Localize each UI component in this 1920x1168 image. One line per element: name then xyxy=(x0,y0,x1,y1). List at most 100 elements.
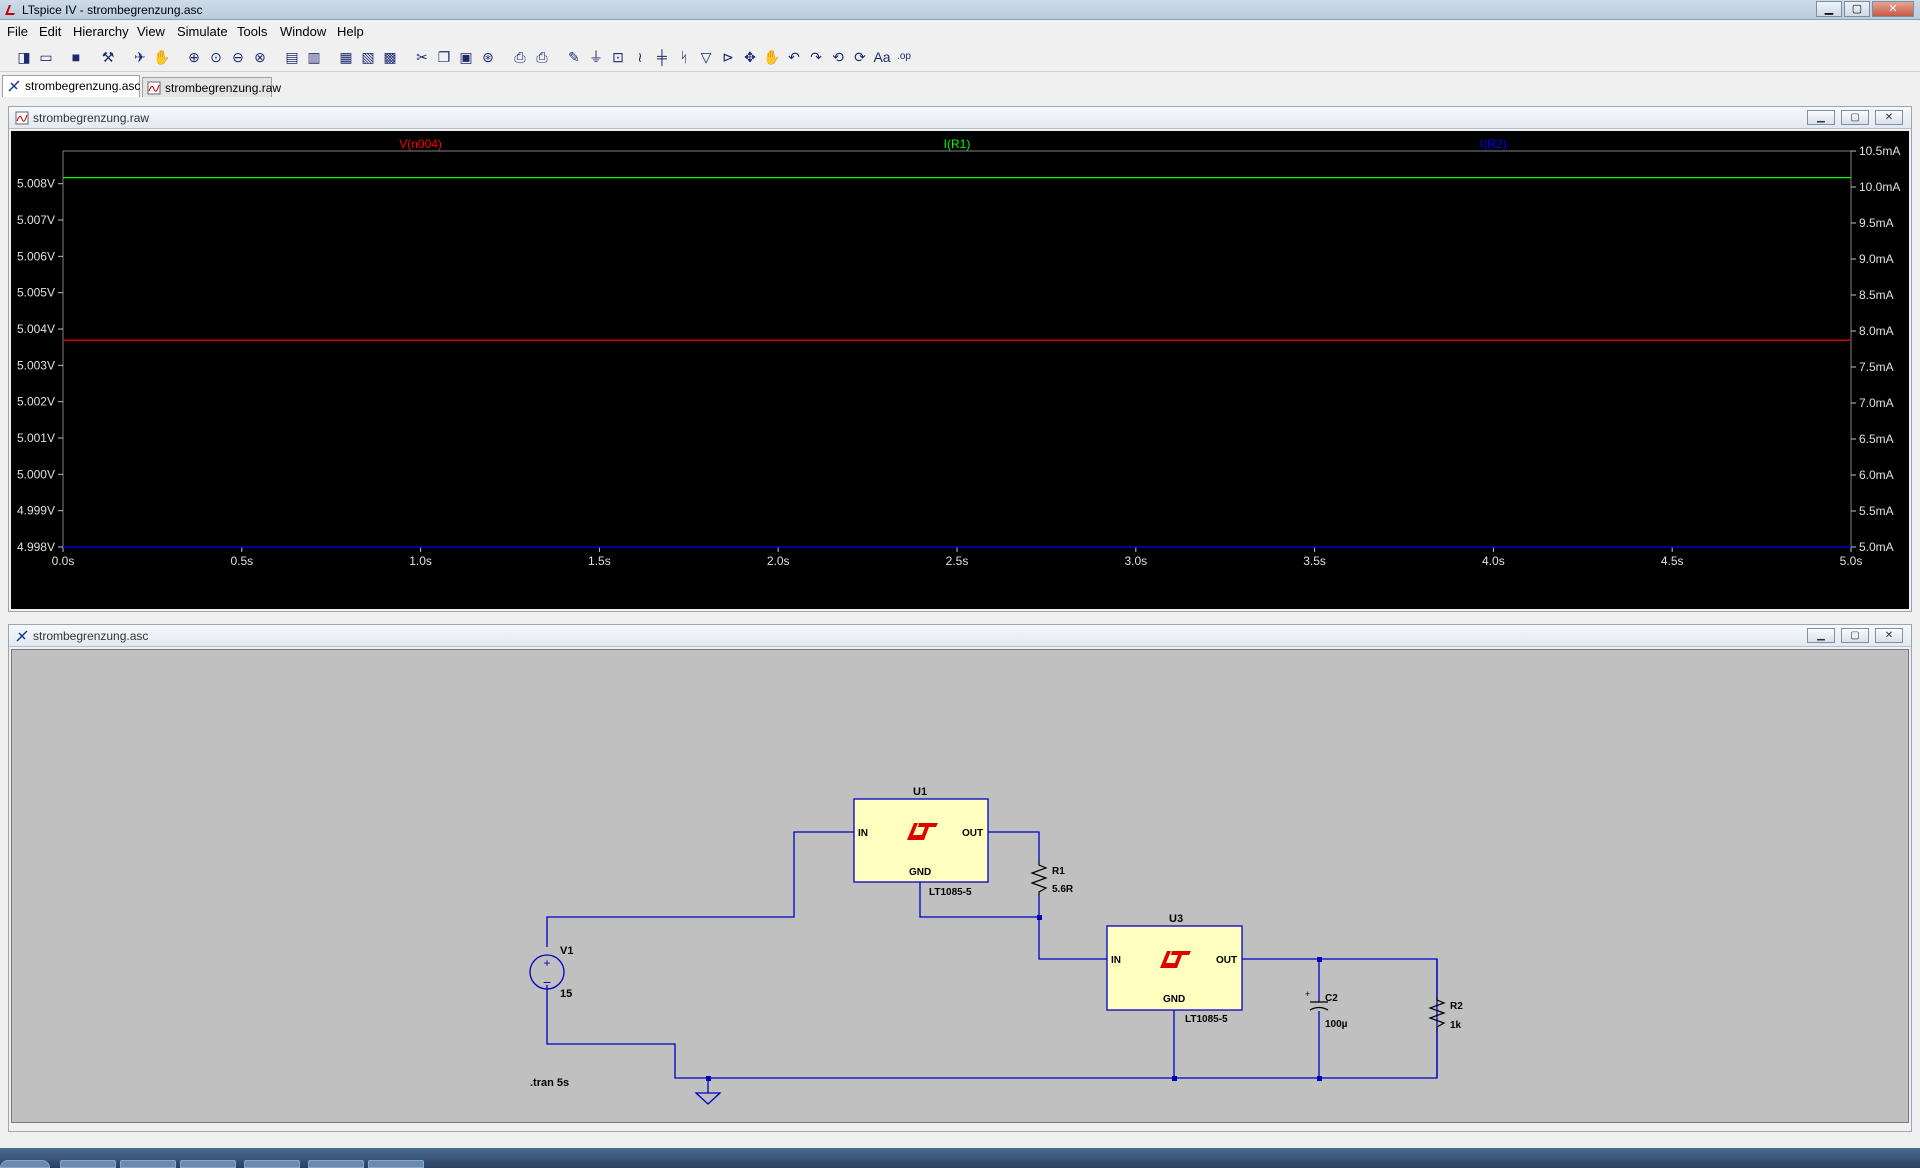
y-right-tick-label: 8.5mA xyxy=(1859,288,1894,302)
c2-capacitor[interactable]: + C2 100µ xyxy=(1305,989,1348,1030)
schematic-icon xyxy=(16,630,28,642)
minimize-button[interactable]: ▁ xyxy=(1807,110,1835,125)
move-icon[interactable]: ✥ xyxy=(744,49,756,65)
undo-icon[interactable]: ↶ xyxy=(788,49,800,65)
zoom-pan-icon[interactable]: ⊙ xyxy=(210,49,222,65)
r2-value: 1k xyxy=(1450,1020,1462,1031)
tab-schematic[interactable]: strombegrenzung.asc xyxy=(2,75,140,97)
schematic-drawing[interactable]: + − V1 15 U1 IN OUT GND LT1085-5 U3 IN O… xyxy=(12,650,1908,1122)
find-icon[interactable]: ⊛ xyxy=(482,49,494,65)
cascade-icon[interactable]: ▧ xyxy=(361,49,375,65)
menu-help[interactable]: Help xyxy=(337,24,364,39)
cut-icon[interactable]: ✂ xyxy=(416,49,428,65)
component-icon[interactable]: ⊳ xyxy=(722,49,734,65)
spice-directive-icon[interactable]: .op xyxy=(897,51,911,62)
x-tick-label: 4.0s xyxy=(1482,554,1505,568)
trace-label-2[interactable]: I(R1) xyxy=(944,137,971,151)
minimize-button[interactable]: ▁ xyxy=(1807,628,1835,643)
taskbar-button[interactable] xyxy=(180,1160,236,1168)
mirror-icon[interactable]: ⟳ xyxy=(854,49,866,65)
label-net-icon[interactable]: ⊡ xyxy=(612,49,624,65)
rotate-icon[interactable]: ⟲ xyxy=(832,49,844,65)
ground-icon[interactable]: ⏚ xyxy=(589,49,603,65)
control-panel-icon[interactable]: ⚒ xyxy=(101,49,115,65)
close-button[interactable]: ✕ xyxy=(1872,1,1914,17)
wire[interactable] xyxy=(546,831,854,947)
wire[interactable] xyxy=(546,959,1438,1079)
schematic-canvas[interactable]: + − V1 15 U1 IN OUT GND LT1085-5 U3 IN O… xyxy=(11,649,1909,1123)
run-icon[interactable]: ✈ xyxy=(134,49,146,65)
wire[interactable] xyxy=(988,831,1040,862)
menu-view[interactable]: View xyxy=(137,24,165,39)
r1-value: 5.6R xyxy=(1052,884,1074,895)
lt-logo-icon xyxy=(907,823,938,840)
u3-regulator[interactable]: U3 IN OUT GND LT1085-5 xyxy=(1106,913,1243,1025)
zoom-fit-icon[interactable]: ⊗ xyxy=(254,49,266,65)
y-left-tick-label: 5.001V xyxy=(17,431,55,445)
restore-button[interactable]: ▢ xyxy=(1841,110,1869,125)
u3-ref: U3 xyxy=(1169,913,1183,925)
redo-icon[interactable]: ↷ xyxy=(810,49,822,65)
mark-unref-icon[interactable]: ▥ xyxy=(307,49,321,65)
menu-tools[interactable]: Tools xyxy=(237,24,268,39)
tile-vertical-icon[interactable]: ▩ xyxy=(383,49,397,65)
minimize-button[interactable]: ▁ xyxy=(1816,1,1842,17)
inductor-icon[interactable]: ᛋ xyxy=(679,49,689,65)
copy-icon[interactable]: ❐ xyxy=(437,49,451,65)
toolbar: ◨ ▭ ■ ⚒ ✈ ✋ ⊕ ⊙ ⊖ ⊗ ▤ ▥ ▦ ▧ ▩ ✂ ❐ ▣ ⊛ ⎙ … xyxy=(0,42,1920,72)
maximize-button[interactable]: ▢ xyxy=(1844,1,1870,17)
paste-icon[interactable]: ▣ xyxy=(459,49,473,65)
drag-icon[interactable]: ✋ xyxy=(763,49,781,65)
autorange-icon[interactable]: ▤ xyxy=(285,49,299,65)
r1-ref: R1 xyxy=(1052,866,1065,877)
trace-label-1[interactable]: V(n004) xyxy=(399,137,442,151)
plot-background[interactable] xyxy=(11,131,1909,609)
zoom-in-icon[interactable]: ⊕ xyxy=(188,49,200,65)
u1-regulator[interactable]: U1 IN OUT GND LT1085-5 xyxy=(853,786,989,898)
open-icon[interactable]: ▭ xyxy=(39,49,53,65)
new-schematic-icon[interactable]: ◨ xyxy=(17,49,31,65)
menu-hierarchy[interactable]: Hierarchy xyxy=(73,24,129,39)
trace-label-3[interactable]: I(R2) xyxy=(1480,137,1507,151)
tab-waveform[interactable]: strombegrenzung.raw xyxy=(142,77,281,97)
schematic-window-controls: ▁ ▢ ✕ xyxy=(1807,628,1903,643)
capacitor-icon[interactable]: ╪ xyxy=(657,49,667,65)
taskbar-button[interactable] xyxy=(308,1160,364,1168)
menu-edit[interactable]: Edit xyxy=(39,24,62,39)
restore-button[interactable]: ▢ xyxy=(1841,628,1869,643)
start-button[interactable] xyxy=(0,1160,50,1168)
taskbar xyxy=(0,1148,1920,1168)
taskbar-button[interactable] xyxy=(60,1160,116,1168)
r1-resistor[interactable]: R1 5.6R xyxy=(1030,862,1074,895)
taskbar-button[interactable] xyxy=(120,1160,176,1168)
diode-icon[interactable]: ▽ xyxy=(700,49,712,65)
zoom-out-icon[interactable]: ⊖ xyxy=(232,49,244,65)
menu-window[interactable]: Window xyxy=(280,24,327,39)
junction-dot xyxy=(1172,1076,1177,1081)
waveform-window-controls: ▁ ▢ ✕ xyxy=(1807,110,1903,125)
u1-pin-in: IN xyxy=(858,828,868,839)
spice-directive[interactable]: .tran 5s xyxy=(530,1077,569,1089)
menu-file[interactable]: File xyxy=(7,24,28,39)
wire-icon[interactable]: ✎ xyxy=(568,49,580,65)
pan-icon[interactable]: ✋ xyxy=(153,49,171,65)
window-titlebar: LTspice IV - strombegrenzung.asc ▁ ▢ ✕ xyxy=(0,0,1920,20)
close-button[interactable]: ✕ xyxy=(1875,110,1903,125)
c2-ref: C2 xyxy=(1325,993,1338,1004)
text-icon[interactable]: Aa xyxy=(873,49,891,65)
save-icon[interactable]: ■ xyxy=(71,49,81,65)
ground-symbol[interactable] xyxy=(694,1092,722,1105)
menu-simulate[interactable]: Simulate xyxy=(177,24,228,39)
r2-resistor[interactable]: R2 1k xyxy=(1428,997,1463,1032)
taskbar-button[interactable] xyxy=(368,1160,424,1168)
tile-horizontal-icon[interactable]: ▦ xyxy=(339,49,353,65)
y-left-tick-label: 5.004V xyxy=(17,322,55,336)
resistor-icon[interactable]: ≀ xyxy=(637,49,643,65)
taskbar-button[interactable] xyxy=(244,1160,300,1168)
v1-source[interactable]: + − V1 15 xyxy=(529,945,573,1000)
close-button[interactable]: ✕ xyxy=(1875,628,1903,643)
wire[interactable] xyxy=(1242,958,1438,997)
print-icon[interactable]: ⎙ xyxy=(536,49,548,65)
print-preview-icon[interactable]: ⎙ xyxy=(514,49,526,65)
